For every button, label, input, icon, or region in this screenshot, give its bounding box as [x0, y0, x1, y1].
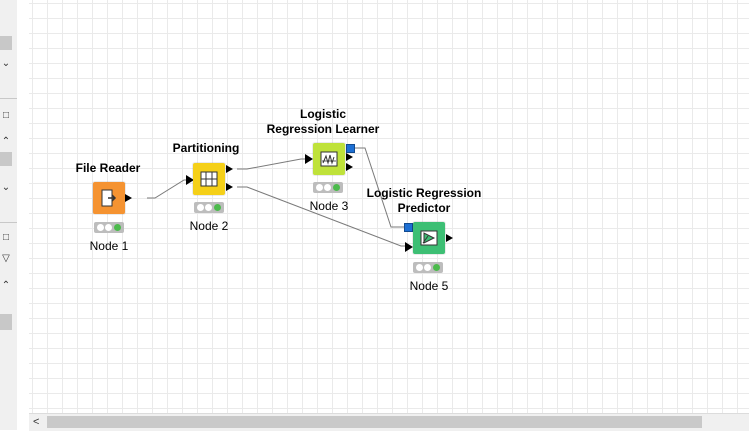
status-light-idle [415, 264, 423, 271]
output-port-statistics[interactable] [346, 163, 353, 171]
predictor-icon[interactable] [413, 222, 445, 254]
output-port-train[interactable] [226, 165, 233, 173]
panel-divider-2 [0, 222, 17, 223]
panel-divider [0, 98, 17, 99]
node-label[interactable]: Node 1 [89, 239, 129, 253]
status-light-idle [424, 264, 432, 271]
status-lights [413, 262, 443, 273]
left-panel-strip: ⌄ □ ⌃ ⌄ □ ▽ ⌃ [0, 0, 18, 430]
status-light-executed [333, 184, 341, 191]
status-light-executed [114, 224, 122, 231]
input-port[interactable] [186, 175, 194, 185]
status-light-idle [324, 184, 332, 191]
chevron-up-icon-2[interactable]: ⌃ [1, 280, 11, 291]
status-lights [194, 202, 224, 213]
node-label[interactable]: Node 2 [189, 219, 229, 233]
node-label[interactable]: Node 5 [409, 279, 449, 293]
status-light-idle [196, 204, 204, 211]
horizontal-scrollbar[interactable]: < [29, 413, 749, 431]
partitioning-icon[interactable] [193, 163, 225, 195]
node-title: File Reader [75, 161, 141, 175]
learner-icon[interactable] [313, 143, 345, 175]
status-light-executed [433, 264, 441, 271]
chevron-up-icon[interactable]: ⌃ [1, 136, 11, 147]
status-light-idle [105, 224, 113, 231]
input-port-data[interactable] [405, 242, 413, 252]
chevron-down-icon-2[interactable]: ⌄ [1, 182, 11, 193]
maximize-icon-2[interactable]: □ [2, 232, 10, 243]
connection-node2-node5[interactable] [237, 186, 407, 247]
status-lights [94, 222, 124, 233]
chevron-down-icon[interactable]: ⌄ [1, 58, 11, 69]
panel-scroll-thumb-2[interactable] [0, 152, 12, 166]
connections-layer [147, 147, 407, 247]
panel-scroll-thumb-3[interactable] [0, 314, 12, 330]
node-label[interactable]: Node 3 [309, 199, 349, 213]
node-title: Logistic Regression Predictor [366, 186, 482, 215]
status-light-executed [214, 204, 222, 211]
scrollbar-thumb[interactable] [47, 416, 702, 428]
triangle-down-icon[interactable]: ▽ [2, 253, 10, 264]
connection-node2-node3[interactable] [237, 158, 307, 170]
workflow-canvas[interactable]: File Reader Node 1 Partitioning [29, 0, 749, 413]
model-input-port[interactable] [404, 223, 413, 232]
output-port-coefficients[interactable] [346, 153, 353, 161]
model-output-port[interactable] [346, 144, 355, 153]
status-lights [313, 182, 343, 193]
status-light-idle [315, 184, 323, 191]
output-port-test[interactable] [226, 183, 233, 191]
output-port[interactable] [125, 194, 132, 202]
maximize-icon[interactable]: □ [2, 110, 10, 121]
node-title: Partitioning [172, 141, 240, 155]
scroll-left-icon[interactable]: < [33, 416, 40, 428]
connection-node3-node5[interactable] [352, 147, 407, 228]
output-port[interactable] [446, 234, 453, 242]
status-light-idle [96, 224, 104, 231]
file-reader-icon[interactable] [93, 182, 125, 214]
input-port[interactable] [305, 154, 313, 164]
status-light-idle [205, 204, 213, 211]
node-title: Logistic Regression Learner [266, 107, 380, 136]
panel-scroll-thumb[interactable] [0, 36, 12, 50]
